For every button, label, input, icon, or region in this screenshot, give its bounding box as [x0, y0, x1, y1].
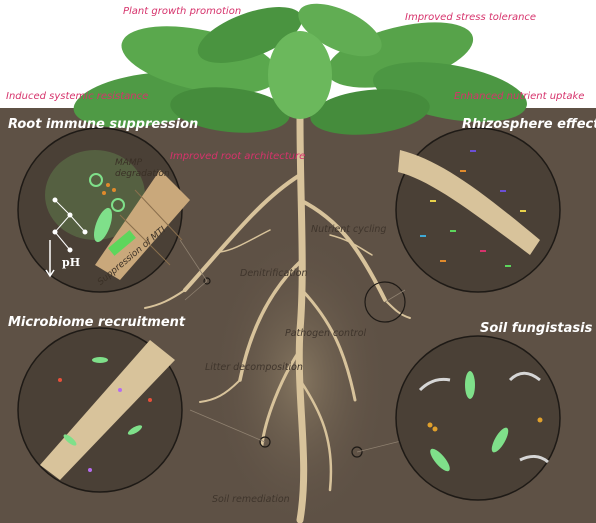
label-stress-tolerance: Improved stress tolerance [405, 12, 536, 23]
label-pathogen-control: Pathogen control [285, 328, 366, 339]
label-systemic-resistance: Induced systemic resistance [6, 91, 148, 102]
label-soil-remediation: Soil remediation [212, 494, 290, 505]
title-rhizosphere: Rhizosphere effect [462, 117, 596, 132]
label-litter-decomposition: Litter decomposition [205, 362, 303, 373]
title-microbiome: Microbiome recruitment [8, 315, 185, 330]
label-denitrification: Denitrification [240, 268, 307, 279]
inset-rhizosphere [396, 128, 560, 292]
label-ph: pH [62, 256, 80, 269]
label-plant-growth: Plant growth promotion [123, 6, 241, 17]
label-nutrient-uptake: Enhanced nutrient uptake [454, 91, 584, 102]
title-root-immune: Root immune suppression [8, 117, 198, 132]
inset-fungistasis [396, 336, 560, 500]
label-root-architecture: Improved root architecture [170, 151, 305, 162]
label-nutrient-cycling: Nutrient cycling [311, 224, 386, 235]
inset-microbiome [18, 328, 182, 492]
label-mamp-degradation: MAMP degradation [115, 158, 175, 180]
title-fungistasis: Soil fungistasis [480, 321, 592, 336]
inset-root-immune [18, 128, 190, 292]
